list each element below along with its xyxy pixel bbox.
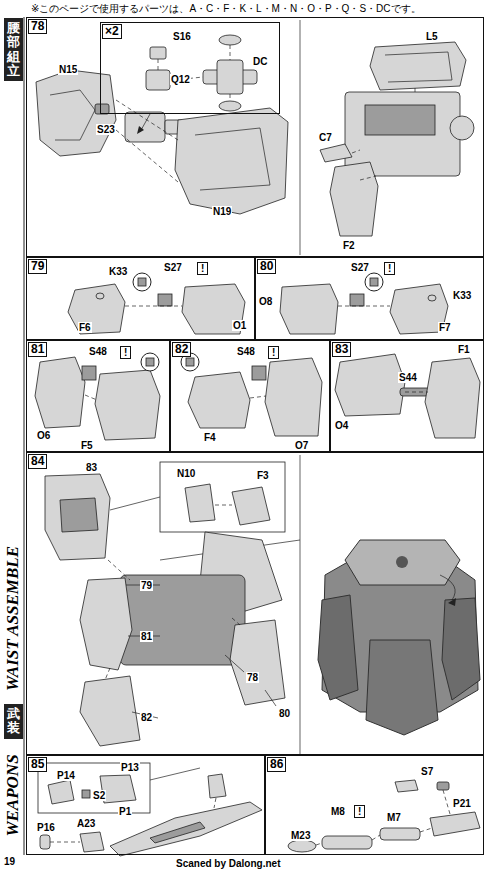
- section-title: WEAPONS: [3, 753, 22, 837]
- step-number: 81: [28, 342, 47, 357]
- step-panel: 83: [330, 340, 484, 452]
- part-callout: N19: [212, 206, 232, 217]
- caution-mark: !: [120, 346, 131, 359]
- part-callout: 82: [140, 712, 153, 723]
- part-callout: N15: [58, 64, 78, 75]
- section-title: WAIST ASSEMBLE: [3, 544, 22, 691]
- part-callout: S27: [163, 262, 183, 273]
- step-panel: 78 ×2: [26, 17, 484, 257]
- part-callout: O4: [334, 420, 349, 431]
- step-number: 82: [172, 342, 191, 357]
- part-callout: DC: [252, 56, 268, 67]
- step-number: 79: [28, 259, 47, 274]
- part-callout: P21: [452, 798, 472, 809]
- part-callout: S23: [96, 124, 116, 135]
- part-callout: P16: [36, 822, 56, 833]
- part-callout: O6: [36, 430, 51, 441]
- part-callout: S48: [236, 346, 256, 357]
- part-callout: K33: [108, 266, 128, 277]
- part-callout: S27: [350, 262, 370, 273]
- part-callout: P14: [56, 770, 76, 781]
- page-number: 19: [3, 856, 16, 867]
- part-callout: 83: [85, 462, 98, 473]
- part-callout: 79: [140, 580, 153, 591]
- step-number: 86: [267, 757, 286, 772]
- part-callout: P13: [120, 762, 140, 773]
- part-callout: F6: [78, 322, 92, 333]
- step-panel: 79: [26, 257, 255, 340]
- part-callout: F2: [342, 240, 356, 251]
- step-number: ×2: [102, 24, 122, 39]
- part-callout: F5: [80, 440, 94, 451]
- part-callout: 80: [278, 708, 291, 719]
- part-callout: S7: [420, 766, 434, 777]
- section-title: 武装: [4, 704, 23, 739]
- part-callout: F3: [256, 470, 270, 481]
- watermark: Scaned by Dalong.net: [175, 858, 281, 869]
- note: ※このページで使用するパーツは、A・C・F・K・L・M・N・O・P・Q・S・DC…: [30, 3, 422, 14]
- part-callout: S16: [172, 31, 192, 42]
- part-callout: L5: [425, 31, 439, 42]
- part-callout: P1: [118, 806, 132, 817]
- step-number: 78: [28, 19, 47, 34]
- caution-mark: !: [354, 805, 365, 818]
- part-callout: O1: [232, 320, 247, 331]
- part-callout: M7: [386, 812, 402, 823]
- part-callout: M23: [290, 830, 311, 841]
- part-callout: N10: [176, 468, 196, 479]
- part-callout: 81: [140, 631, 153, 642]
- part-callout: M8: [330, 806, 346, 817]
- caution-mark: !: [197, 262, 208, 275]
- part-callout: S2: [92, 790, 106, 801]
- step-number: 80: [257, 259, 276, 274]
- part-callout: 78: [246, 672, 259, 683]
- part-callout: F4: [203, 432, 217, 443]
- part-callout: Q12: [170, 74, 191, 85]
- caution-mark: !: [268, 346, 279, 359]
- part-callout: F1: [457, 344, 471, 355]
- part-callout: S48: [88, 346, 108, 357]
- part-callout: C7: [318, 132, 333, 143]
- step-number: 84: [28, 454, 47, 469]
- step-number: 85: [28, 757, 47, 772]
- part-callout: S44: [398, 372, 418, 383]
- caution-mark: !: [384, 262, 395, 275]
- part-callout: A23: [76, 818, 96, 829]
- part-callout: O7: [294, 440, 309, 451]
- part-callout: F7: [438, 322, 452, 333]
- part-callout: K33: [452, 290, 472, 301]
- part-callout: O8: [258, 296, 273, 307]
- step-number: 83: [332, 342, 351, 357]
- section-title: 腰部組立: [4, 18, 23, 81]
- step-panel: 84: [26, 452, 484, 755]
